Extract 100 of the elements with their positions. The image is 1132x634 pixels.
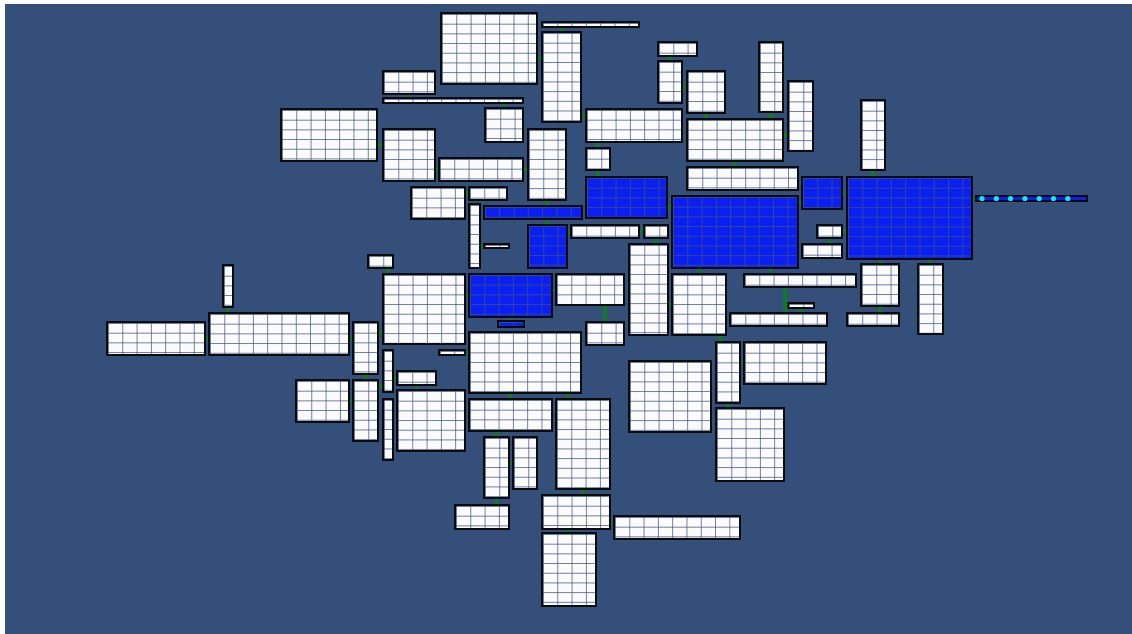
grid-block: [382, 128, 436, 182]
connector: [683, 85, 686, 89]
connector: [843, 191, 846, 195]
grid-block: [860, 99, 886, 171]
connector: [509, 318, 513, 320]
connector: [206, 336, 208, 341]
connector: [654, 239, 658, 243]
connector: [378, 143, 382, 147]
connector: [973, 196, 975, 201]
grid-block: [585, 321, 625, 346]
connector: [878, 260, 882, 263]
grid-block: [410, 186, 466, 220]
grid-block: [787, 302, 815, 309]
grid-block: [468, 203, 481, 269]
grid-block: [382, 398, 394, 461]
connector: [466, 350, 468, 355]
grid-block: [628, 243, 669, 336]
connector: [466, 293, 468, 298]
grid-block: [352, 379, 379, 442]
grid-block: [382, 273, 466, 345]
connector: [436, 167, 438, 172]
grid-block: [541, 21, 640, 28]
connector: [508, 394, 513, 398]
connector: [704, 114, 708, 118]
connector: [697, 269, 701, 273]
grid-block: [438, 157, 524, 182]
connector: [379, 331, 382, 335]
connector: [350, 399, 352, 403]
grid-block: [628, 360, 712, 433]
grid-block: [106, 321, 206, 356]
grid-block: [541, 494, 611, 530]
highlighted-grid-block: [527, 224, 568, 269]
grid-block: [787, 80, 814, 152]
grid-block: [438, 349, 466, 356]
connector: [494, 499, 499, 504]
grid-block: [671, 273, 727, 336]
connector: [581, 490, 585, 494]
connector: [827, 239, 832, 243]
highlighted-grid-block: [801, 176, 843, 210]
grid-block: [846, 312, 900, 327]
grid-block: [382, 97, 524, 104]
connector: [878, 307, 882, 312]
connector: [386, 269, 390, 273]
highlighted-grid-block: [468, 273, 553, 318]
grid-block: [352, 321, 379, 375]
connector: [568, 229, 570, 234]
grid-block: [715, 407, 785, 482]
connector: [668, 205, 671, 209]
grid-block: [555, 273, 625, 306]
grid-block: [686, 118, 784, 162]
connector: [545, 220, 550, 224]
grid-block: [527, 128, 567, 201]
grid-block: [758, 41, 784, 113]
grid-block: [816, 224, 843, 239]
connector: [566, 394, 571, 398]
connector: [363, 375, 368, 379]
grid-block: [570, 224, 640, 239]
highlighted-grid-block: [671, 195, 799, 269]
connector: [640, 229, 643, 234]
connector: [414, 386, 419, 389]
grid-block: [585, 108, 683, 143]
connector: [799, 200, 801, 205]
connector: [494, 432, 499, 436]
grid-block: [643, 224, 669, 239]
connector: [394, 376, 396, 380]
connector: [596, 143, 600, 147]
connector: [379, 384, 382, 388]
grid-block: [555, 398, 611, 490]
grid-block: [208, 312, 350, 356]
grid-block: [585, 147, 611, 171]
connector: [611, 520, 613, 525]
connector: [783, 288, 788, 312]
grid-block: [729, 312, 828, 327]
grid-block: [484, 107, 524, 143]
grid-block: [222, 264, 234, 308]
grid-block: [367, 254, 394, 269]
connector: [784, 133, 787, 137]
grid-block: [382, 349, 394, 393]
grid-block: [483, 243, 510, 249]
connector: [726, 404, 730, 407]
connector: [510, 461, 512, 465]
connector: [733, 162, 737, 166]
grid-block: [715, 341, 741, 404]
highlighted-grid-block: [497, 320, 525, 328]
grid-block: [468, 186, 508, 201]
connector: [596, 171, 600, 176]
connector: [799, 309, 803, 312]
connector: [669, 302, 671, 307]
connector: [769, 269, 773, 273]
connector: [226, 308, 230, 312]
connector: [582, 113, 585, 118]
grid-block: [382, 70, 436, 95]
grid-block: [613, 515, 741, 540]
connector: [871, 171, 875, 176]
connector: [502, 104, 506, 107]
grid-block: [686, 166, 799, 191]
grid-block: [657, 60, 683, 104]
grid-block: [657, 41, 698, 57]
grid-block: [468, 331, 582, 394]
connector: [843, 229, 846, 234]
